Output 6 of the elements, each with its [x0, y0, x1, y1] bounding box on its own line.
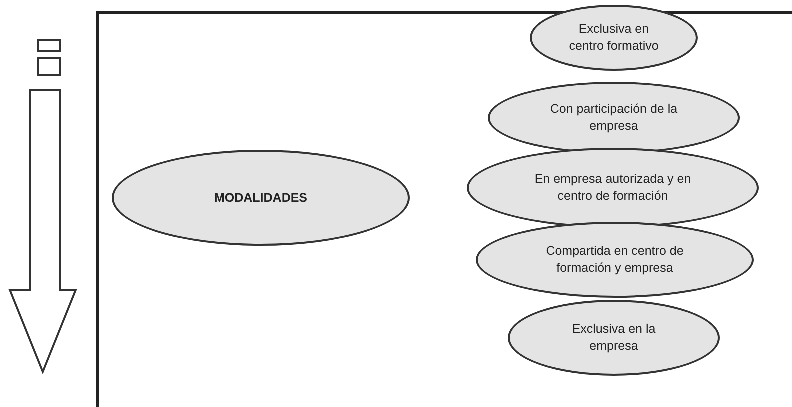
node-label: Con participación de la empresa	[549, 101, 679, 135]
node-label: MODALIDADES	[214, 190, 308, 206]
node-label: Exclusiva en la empresa	[571, 321, 657, 355]
node-label: En empresa autorizada y en centro de formación	[534, 171, 692, 205]
node-label: Compartida en centro de formación y empresa	[545, 243, 685, 277]
node-label: Exclusiva en centro formativo	[568, 21, 660, 55]
